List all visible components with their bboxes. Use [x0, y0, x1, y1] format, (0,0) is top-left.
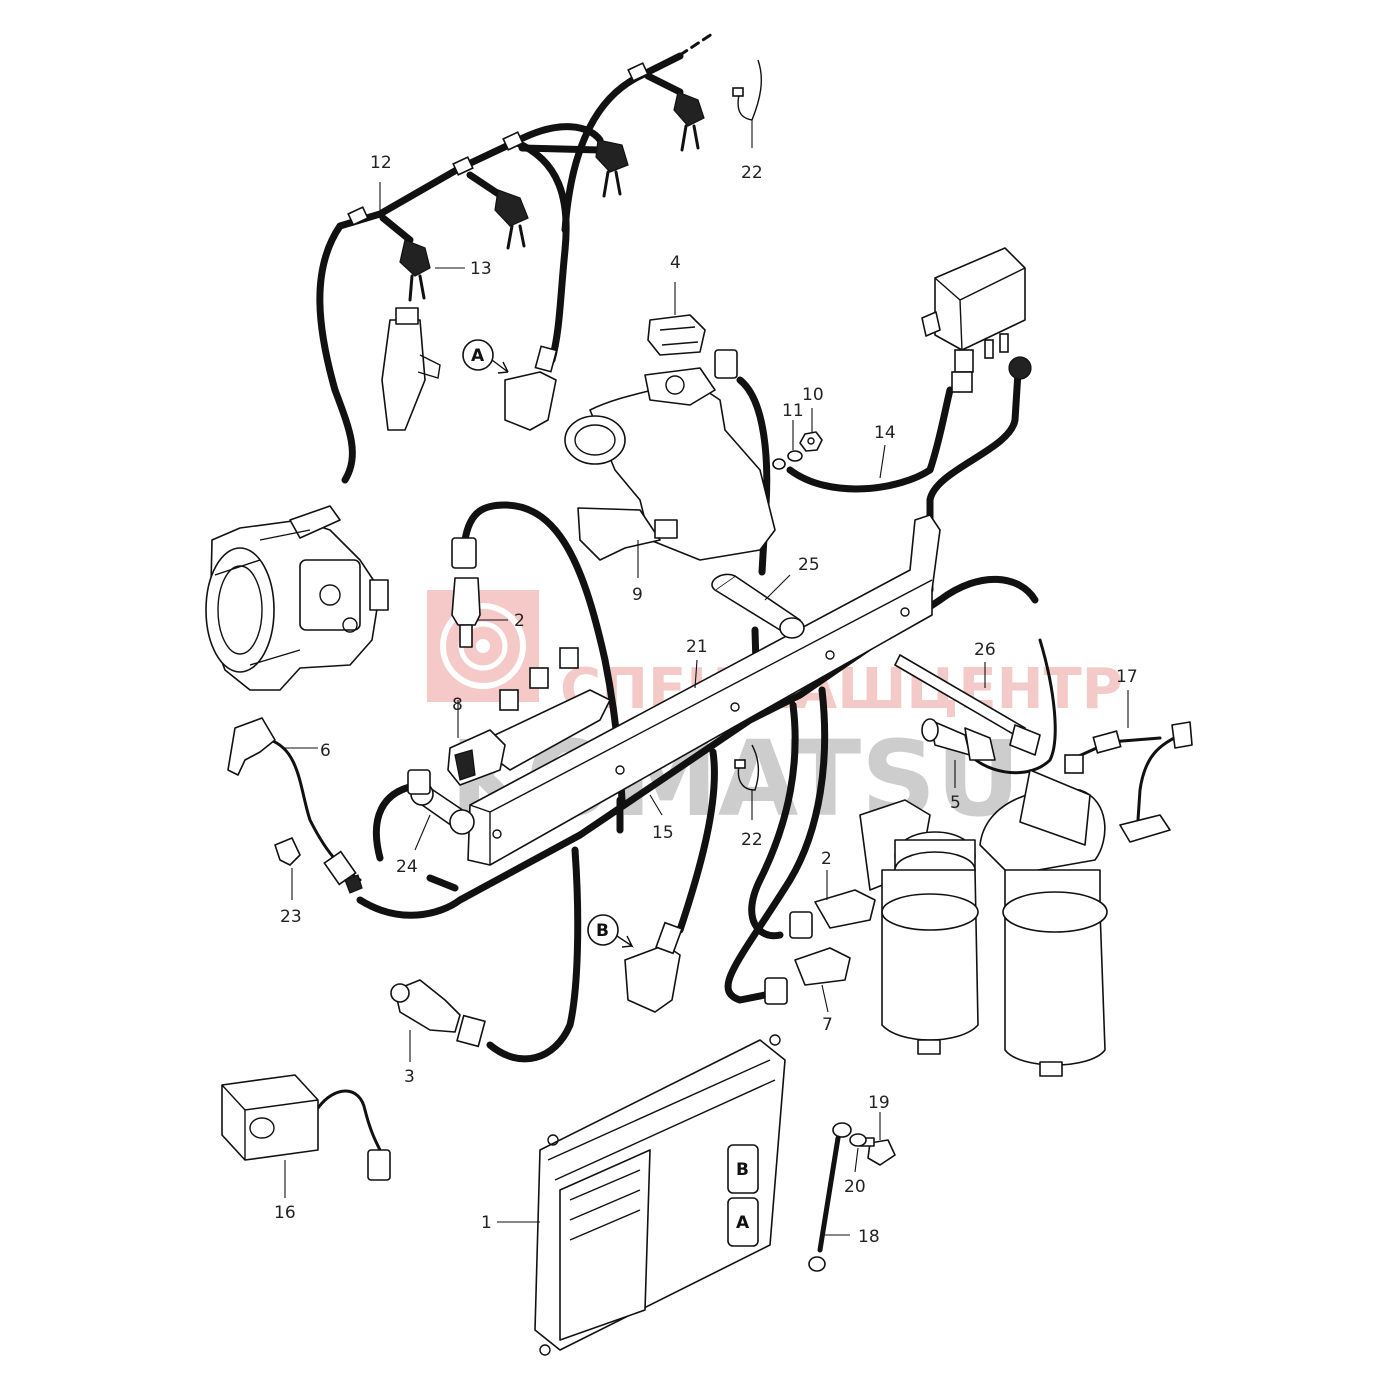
label-7: 7: [822, 1015, 833, 1035]
label-10: 10: [802, 385, 824, 405]
label-18: 18: [858, 1227, 880, 1247]
ground-strap-18: [808, 1122, 852, 1272]
clip-23: [274, 837, 301, 866]
label-5: 5: [950, 793, 961, 813]
label-9: 9: [632, 585, 643, 605]
reference-b: B: [587, 914, 634, 949]
label-11: 11: [782, 401, 804, 421]
reference-a-letter: A: [471, 346, 485, 366]
pressure-sensor-2-lower: [789, 889, 876, 939]
label-15: 15: [652, 823, 674, 843]
reference-b-letter: B: [596, 921, 609, 941]
label-2-upper: 2: [514, 611, 525, 631]
watermark-logo-ring: [440, 603, 526, 689]
fuel-pump: [205, 505, 389, 691]
label-26: 26: [974, 640, 996, 660]
sensor-4: [647, 314, 738, 379]
label-22-mid: 22: [741, 830, 763, 850]
label-2-lower: 2: [821, 849, 832, 869]
label-22-top: 22: [741, 163, 763, 183]
leader-lines: [284, 120, 1129, 1236]
fuel-filter-right: [979, 769, 1108, 1077]
cable-tie-22-top: [732, 59, 762, 121]
bolt-26: [894, 654, 1041, 756]
label-4: 4: [670, 253, 681, 273]
ecu-port-b: B: [736, 1160, 749, 1180]
sensor-6: [227, 717, 363, 894]
label-24: 24: [396, 857, 418, 877]
fuel-filter-left: [859, 799, 979, 1055]
harness-cables: [268, 52, 1182, 1152]
label-19: 19: [868, 1093, 890, 1113]
sensor-16: [221, 1074, 391, 1181]
intake-elbow: [564, 367, 776, 561]
label-3: 3: [404, 1067, 415, 1087]
sensor-17: [1064, 721, 1193, 843]
cable-tie-22-mid: [734, 744, 760, 791]
label-12: 12: [370, 153, 392, 173]
label-13: 13: [470, 259, 492, 279]
sleeve-25: [711, 573, 805, 639]
label-14: 14: [874, 423, 896, 443]
label-8: 8: [452, 695, 463, 715]
label-16: 16: [274, 1203, 296, 1223]
label-6: 6: [320, 741, 331, 761]
part-labels: 12 13 4 22 10 11 14 9 25 2 21 26 17 8 6 …: [274, 153, 1138, 1247]
label-21: 21: [686, 637, 708, 657]
bolt-19: [859, 1137, 896, 1166]
label-20: 20: [844, 1177, 866, 1197]
relay: [921, 247, 1032, 393]
washer-20: [849, 1133, 867, 1147]
label-25: 25: [798, 555, 820, 575]
injector-connectors: [347, 32, 714, 431]
reference-a: A: [462, 339, 509, 374]
bracket-b: [624, 921, 683, 1013]
ecu: B A: [534, 1034, 786, 1356]
sensor-3: [390, 979, 486, 1048]
pressure-sensor-7: [764, 947, 851, 1005]
label-17: 17: [1116, 667, 1138, 687]
label-1: 1: [481, 1213, 492, 1233]
sensor-5: [921, 718, 996, 761]
fuel-rail-21: [467, 514, 941, 866]
ecu-port-a: A: [736, 1213, 750, 1233]
sensor-8: [407, 729, 506, 795]
nut-washer: [772, 431, 823, 470]
temp-sensor-2-upper: [451, 537, 481, 648]
label-23: 23: [280, 907, 302, 927]
